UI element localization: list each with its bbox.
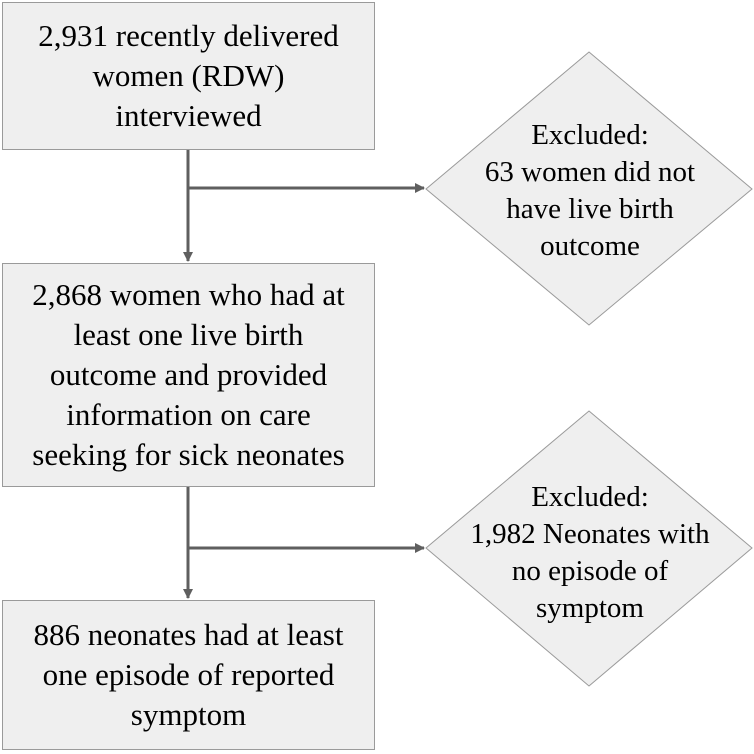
box3-line-1: 886 neonates had at least (33, 617, 344, 652)
step-box-live-birth-text: 2,868 women who had at least one live bi… (32, 275, 345, 475)
exclusion-2-label: Excluded: 1,982 Neonates with no episode… (440, 479, 740, 627)
box1-line-2: women (RDW) (92, 58, 285, 93)
excl1-line-1: Excluded: (531, 119, 649, 151)
exclusion-diamond-1 (425, 51, 753, 326)
box2-line-1: 2,868 women who had at (32, 277, 345, 312)
exclusion-diamond-2 (425, 410, 753, 687)
step-box-neonates-symptom: 886 neonates had at least one episode of… (2, 600, 375, 750)
box2-line-3: outcome and provided (49, 357, 328, 392)
box2-line-4: information on care (66, 397, 311, 432)
excl2-line-2: 1,982 Neonates with (470, 518, 710, 550)
step-box-live-birth: 2,868 women who had at least one live bi… (2, 263, 375, 487)
excl1-line-4: outcome (540, 230, 640, 262)
box1-line-1: 2,931 recently delivered (38, 18, 339, 53)
excl1-line-3: have live birth (506, 193, 674, 225)
step-box-interviewed-text: 2,931 recently delivered women (RDW) int… (38, 16, 338, 136)
box3-line-3: symptom (130, 697, 247, 732)
excl2-line-4: symptom (536, 592, 644, 624)
excl2-line-1: Excluded: (531, 481, 649, 513)
exclusion-1-label: Excluded: 63 women did not have live bir… (440, 117, 740, 265)
box1-line-3: interviewed (115, 98, 262, 133)
step-box-neonates-symptom-text: 886 neonates had at least one episode of… (34, 615, 344, 735)
box2-line-2: least one live birth (73, 317, 304, 352)
box2-line-5: seeking for sick neonates (32, 437, 345, 472)
excl2-line-3: no episode of (511, 555, 669, 587)
box3-line-2: one episode of reported (42, 657, 335, 692)
step-box-interviewed: 2,931 recently delivered women (RDW) int… (2, 2, 375, 150)
excl1-line-2: 63 women did not (484, 156, 696, 188)
